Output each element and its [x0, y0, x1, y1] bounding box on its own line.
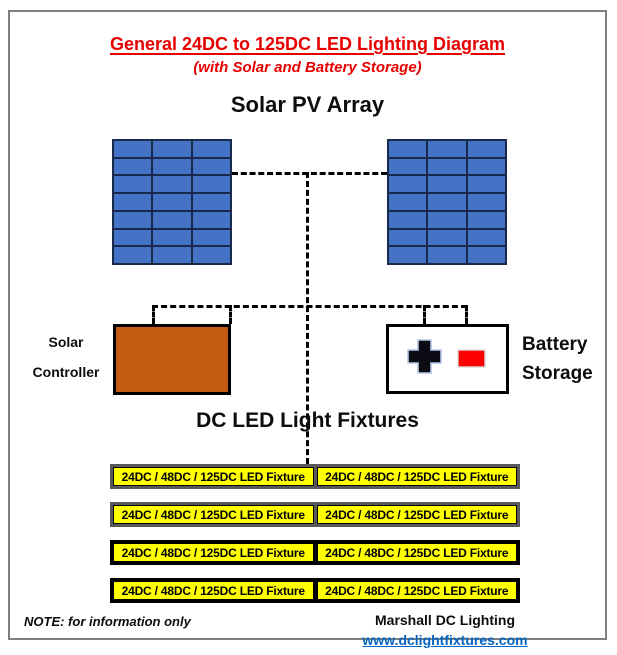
- solar-cell: [389, 141, 427, 157]
- solar-cell: [428, 194, 466, 210]
- connector-stub-controller-left: [152, 305, 155, 324]
- fixture-cell: 24DC / 48DC / 125DC LED Fixture: [113, 543, 314, 562]
- solar-cell: [428, 229, 466, 246]
- connector-bus-horizontal: [152, 305, 467, 308]
- battery-minus-icon: [456, 349, 486, 368]
- solar-cell: [114, 176, 152, 193]
- fixture-row: 24DC / 48DC / 125DC LED Fixture 24DC / 4…: [110, 578, 520, 603]
- solar-cell: [389, 247, 427, 263]
- solar-cell: [192, 176, 230, 193]
- connector-center-vertical: [306, 172, 309, 464]
- connector-panels-horizontal: [232, 172, 387, 175]
- fixture-cell: 24DC / 48DC / 125DC LED Fixture: [316, 467, 517, 486]
- solar-cell: [389, 229, 427, 246]
- battery-plus-icon: [406, 339, 442, 374]
- solar-panel-right: [387, 139, 507, 265]
- connector-stub-battery-left: [423, 305, 426, 324]
- solar-cell: [153, 194, 191, 210]
- diagram-frame: General 24DC to 125DC LED Lighting Diagr…: [8, 10, 607, 648]
- solar-cell: [389, 158, 427, 175]
- fixture-row: 24DC / 48DC / 125DC LED Fixture 24DC / 4…: [110, 502, 520, 527]
- solar-cell: [192, 158, 230, 175]
- fixtures-heading: DC LED Light Fixtures: [196, 409, 419, 432]
- solar-cell: [389, 176, 427, 193]
- fixture-cell: 24DC / 48DC / 125DC LED Fixture: [316, 543, 517, 562]
- solar-cell: [114, 194, 152, 210]
- solar-cell: [153, 158, 191, 175]
- solar-cell: [153, 229, 191, 246]
- solar-cell: [428, 141, 466, 157]
- fixture-cell: 24DC / 48DC / 125DC LED Fixture: [113, 505, 314, 524]
- solar-cell: [389, 194, 427, 210]
- solar-cell: [467, 141, 505, 157]
- fixture-cell: 24DC / 48DC / 125DC LED Fixture: [113, 467, 314, 486]
- connector-stub-battery-right: [465, 305, 468, 324]
- battery-terminals-graphic: [406, 339, 486, 374]
- solar-cell: [467, 176, 505, 193]
- solar-cell: [114, 247, 152, 263]
- solar-cell: [192, 194, 230, 210]
- solar-cell: [153, 247, 191, 263]
- note-text: NOTE: for information only: [24, 614, 191, 629]
- diagram-subtitle: (with Solar and Battery Storage): [193, 59, 422, 76]
- website-link[interactable]: www.dclightfixtures.com: [362, 632, 528, 648]
- battery-storage-label-line2: Storage: [522, 363, 593, 384]
- solar-cell: [114, 229, 152, 246]
- solar-cell: [153, 211, 191, 228]
- solar-cell: [192, 211, 230, 228]
- solar-cell: [428, 176, 466, 193]
- solar-pv-array-heading: Solar PV Array: [230, 92, 385, 117]
- solar-cell: [389, 211, 427, 228]
- solar-cell: [192, 141, 230, 157]
- battery-storage-label-line1: Battery: [522, 334, 588, 355]
- solar-cell: [153, 141, 191, 157]
- fixture-cell: 24DC / 48DC / 125DC LED Fixture: [113, 581, 314, 600]
- solar-cell: [114, 158, 152, 175]
- fixture-row: 24DC / 48DC / 125DC LED Fixture 24DC / 4…: [110, 540, 520, 565]
- solar-cell: [192, 247, 230, 263]
- solar-panel-left: [112, 139, 232, 265]
- solar-controller-box: [113, 324, 231, 395]
- solar-cell: [114, 141, 152, 157]
- fixture-cell: 24DC / 48DC / 125DC LED Fixture: [316, 581, 517, 600]
- battery-box: [386, 324, 509, 394]
- solar-cell: [114, 211, 152, 228]
- solar-cell: [467, 229, 505, 246]
- connector-stub-controller-right: [229, 305, 232, 324]
- fixture-row: 24DC / 48DC / 125DC LED Fixture 24DC / 4…: [110, 464, 520, 489]
- solar-controller-label-line1: Solar: [48, 334, 84, 350]
- fixture-cell: 24DC / 48DC / 125DC LED Fixture: [316, 505, 517, 524]
- solar-cell: [428, 211, 466, 228]
- solar-cell: [153, 176, 191, 193]
- solar-cell: [467, 247, 505, 263]
- company-name: Marshall DC Lighting: [375, 612, 515, 628]
- solar-cell: [467, 194, 505, 210]
- solar-cell: [428, 158, 466, 175]
- battery-storage-label: Battery Storage: [522, 330, 617, 388]
- solar-controller-label-line2: Controller: [32, 364, 100, 380]
- diagram-title: General 24DC to 125DC LED Lighting Diagr…: [109, 34, 506, 54]
- solar-cell: [467, 158, 505, 175]
- solar-cell: [428, 247, 466, 263]
- solar-cell: [467, 211, 505, 228]
- solar-cell: [192, 229, 230, 246]
